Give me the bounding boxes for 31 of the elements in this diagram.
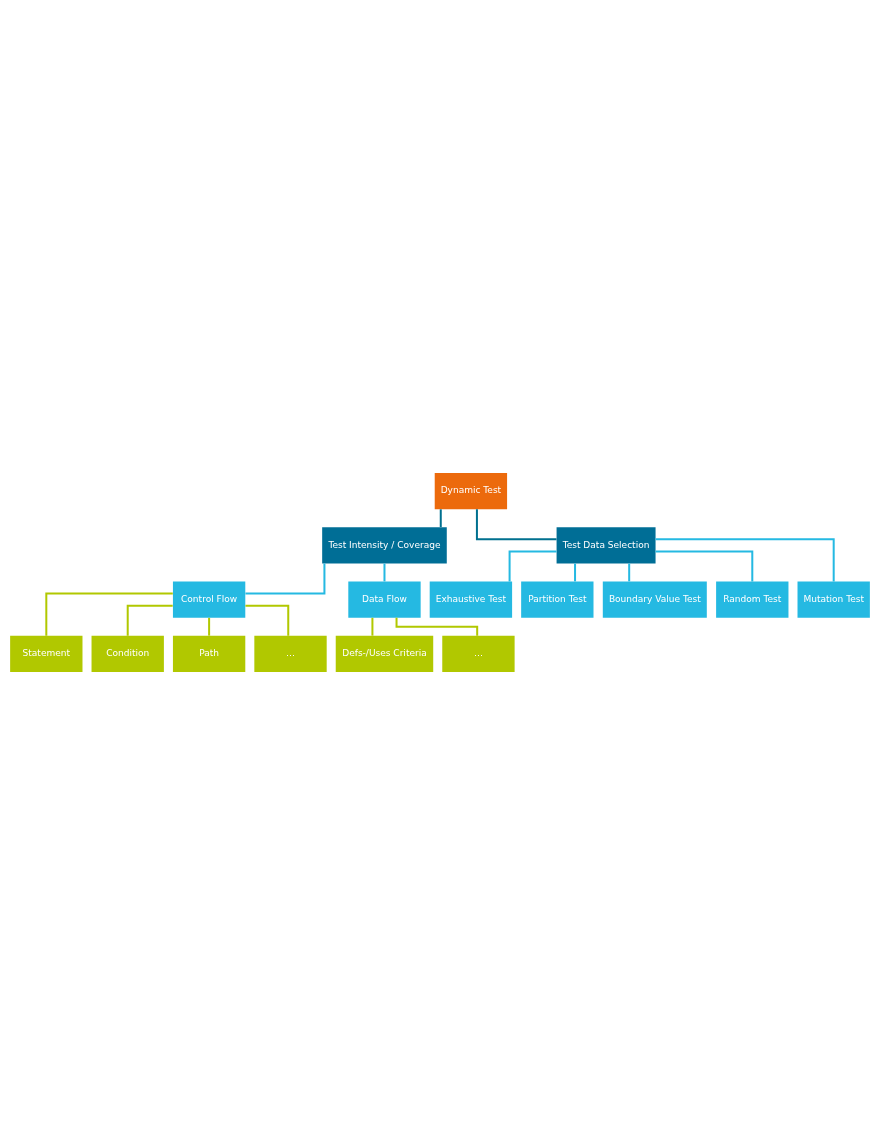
connector — [245, 604, 290, 636]
connector — [655, 537, 835, 582]
node-box: Exhaustive Test — [429, 581, 513, 618]
node-box: Dynamic Test — [434, 472, 508, 509]
connector — [655, 549, 754, 582]
node-box: Test Data Selection — [556, 526, 656, 563]
node-box: Data Flow — [348, 581, 421, 618]
connector — [628, 563, 631, 581]
node-box: Statement — [10, 635, 83, 672]
node-box: Test Intensity / Coverage — [322, 526, 447, 563]
node-box: Mutation Test — [797, 581, 870, 618]
connector — [126, 604, 173, 636]
node-box: Partition Test — [521, 581, 594, 618]
node-box: Condition — [91, 635, 164, 672]
node-box: Boundary Value Test — [602, 581, 707, 618]
connector — [383, 563, 386, 581]
connector — [508, 549, 557, 582]
connector — [208, 617, 211, 636]
node-box: Path — [172, 635, 246, 672]
connector — [439, 508, 442, 527]
connector — [574, 563, 577, 581]
connector — [371, 617, 374, 636]
node-box: Defs-/Uses Criteria — [335, 635, 434, 672]
connector — [45, 592, 173, 636]
connector — [475, 508, 557, 540]
node-box: Control Flow — [172, 581, 246, 618]
node-box: Random Test — [716, 581, 789, 618]
connector — [245, 562, 326, 595]
node-box: … — [254, 635, 327, 672]
connector — [395, 617, 479, 636]
node-box: … — [442, 635, 515, 672]
